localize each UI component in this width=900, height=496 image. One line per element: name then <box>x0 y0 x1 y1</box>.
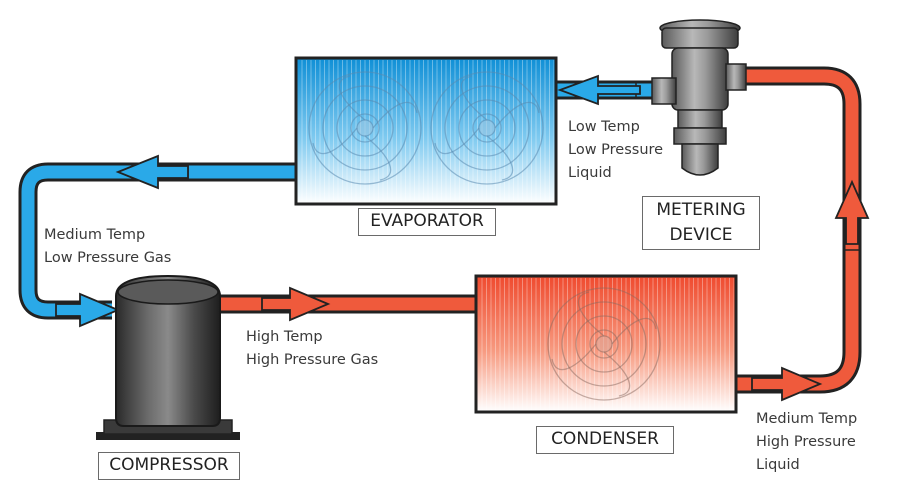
caption-line: Medium Temp <box>756 411 858 427</box>
caption-low-temp-liquid: Low Temp Low Pressure Liquid <box>568 116 663 185</box>
metering-device-label: METERING DEVICE <box>642 196 760 250</box>
condenser-unit <box>474 274 738 414</box>
caption-medium-temp-low-pressure-gas: Medium Temp Low Pressure Gas <box>44 224 171 270</box>
flow-arrow-condenser-outlet <box>751 366 823 402</box>
fan-icon <box>430 71 544 185</box>
caption-line: High Temp <box>246 329 323 345</box>
flow-arrow-evaporator-inlet <box>557 74 641 106</box>
caption-line: Liquid <box>756 457 800 473</box>
label-text: CONDENSER <box>551 429 659 449</box>
caption-line: High Pressure Gas <box>246 352 379 368</box>
flow-arrow-liquid-line <box>834 179 870 245</box>
caption-medium-temp-high-pressure-liquid: Medium Temp High Pressure Liquid <box>756 408 857 477</box>
flow-arrow-discharge-line <box>261 286 331 322</box>
caption-line: Low Pressure <box>568 142 664 158</box>
caption-line: High Pressure <box>756 434 856 450</box>
condenser-label: CONDENSER <box>536 426 674 454</box>
evaporator-unit <box>294 56 558 206</box>
caption-line: Low Temp <box>568 119 640 135</box>
label-text: EVAPORATOR <box>370 211 484 231</box>
caption-line: Low Pressure Gas <box>44 250 172 266</box>
fan-icon <box>547 287 661 401</box>
caption-high-temp-high-pressure-gas: High Temp High Pressure Gas <box>246 326 378 372</box>
compressor-label: COMPRESSOR <box>98 452 240 480</box>
caption-line: Liquid <box>568 165 612 181</box>
evaporator-label: EVAPORATOR <box>358 208 496 236</box>
label-text: DEVICE <box>669 225 733 245</box>
flow-arrow-suction-line <box>115 154 189 190</box>
label-text: METERING <box>656 200 746 220</box>
metering-valve <box>651 19 747 176</box>
label-text: COMPRESSOR <box>109 455 229 475</box>
fan-icon <box>308 71 422 185</box>
flow-arrow-compressor-inlet <box>55 292 121 328</box>
compressor-unit <box>96 274 240 440</box>
caption-line: Medium Temp <box>44 227 146 243</box>
